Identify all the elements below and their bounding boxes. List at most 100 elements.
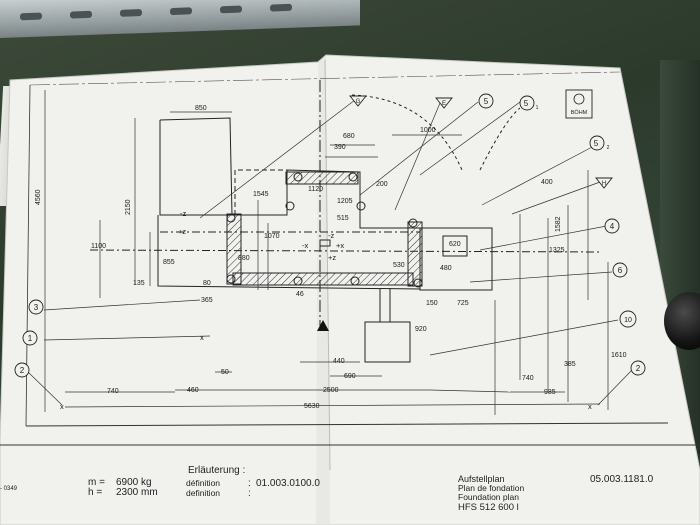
dimension-label: 1582 bbox=[555, 216, 562, 232]
dimension-label: 400 bbox=[541, 179, 553, 186]
axis-label: x bbox=[60, 402, 64, 411]
dimension-label: 725 bbox=[457, 300, 469, 307]
fold-line bbox=[324, 59, 331, 471]
anchor-bolt bbox=[285, 201, 295, 211]
axis-label: +z bbox=[328, 253, 336, 262]
dimension-label: 690 bbox=[344, 373, 356, 380]
anchor-bolt bbox=[293, 276, 303, 286]
dimension-label: 4560 bbox=[35, 189, 42, 205]
definition-en: definition bbox=[186, 488, 220, 498]
callout-labels: 3 1 2 2 4 5 5 1 5 2 6 10 G E H bbox=[20, 97, 641, 375]
hatched-pad bbox=[285, 171, 359, 185]
callout-label: G bbox=[356, 99, 361, 105]
callout-balloon bbox=[519, 95, 535, 111]
axis-label: x bbox=[200, 333, 204, 342]
anchor-bolt bbox=[226, 274, 236, 284]
dimension-label: 440 bbox=[333, 358, 345, 365]
definition-fr: définition bbox=[186, 478, 220, 488]
callout-balloon bbox=[619, 310, 637, 328]
axis-label: x bbox=[588, 402, 592, 411]
axis-label: -x bbox=[302, 241, 308, 250]
axis-label: -z bbox=[328, 231, 334, 240]
dimension-label: 50 bbox=[221, 369, 229, 376]
drawing-frame-bottom bbox=[25, 422, 669, 427]
plan-title-fr: Plan de fondation bbox=[458, 483, 524, 493]
callout-balloon bbox=[14, 362, 30, 378]
callout-label: 6 bbox=[618, 266, 623, 275]
dimension-label: 385 bbox=[564, 361, 576, 368]
legend-title: Erläuterung : bbox=[188, 465, 245, 476]
callout-label: 10 bbox=[624, 317, 632, 324]
dimension-label: 1100 bbox=[91, 243, 106, 250]
drawing-frame-top bbox=[29, 71, 621, 86]
callout-label: 5 bbox=[594, 139, 599, 148]
dimension-label: 680 bbox=[343, 133, 355, 140]
colon: : bbox=[248, 488, 251, 499]
dimension-label: 2500 bbox=[323, 387, 339, 394]
anchor-bolt bbox=[413, 278, 423, 288]
callout-label: 1 bbox=[536, 105, 539, 111]
dimension-label: 480 bbox=[440, 265, 452, 272]
plan-title-en: Foundation plan bbox=[458, 492, 519, 502]
dimension-label: 1070 bbox=[264, 233, 280, 240]
dimension-label: 620 bbox=[449, 241, 461, 248]
height-value: 2300 mm bbox=[116, 487, 158, 498]
paper-sheet bbox=[0, 54, 700, 525]
callout-label: 2 bbox=[20, 366, 25, 375]
anchor-bolt bbox=[226, 213, 236, 223]
black-knob bbox=[664, 292, 700, 350]
section-marker bbox=[435, 97, 453, 109]
section-marker bbox=[595, 177, 613, 189]
leader-lines bbox=[27, 99, 633, 406]
model-number: HFS 512 600 l bbox=[458, 502, 519, 513]
dimension-label: 390 bbox=[334, 144, 346, 151]
dimension-label: 2150 bbox=[125, 199, 132, 215]
machine-outline bbox=[89, 80, 601, 363]
axis-labels: -z +z -z +z -x +x x x x bbox=[60, 209, 592, 411]
callout-balloon bbox=[630, 360, 646, 376]
dimension-label: 850 bbox=[195, 105, 207, 112]
callout-label: 2 bbox=[607, 145, 610, 151]
callout-balloon bbox=[612, 262, 628, 278]
plan-title-de: Aufstellplan bbox=[458, 474, 505, 484]
axis-label: +x bbox=[336, 241, 344, 250]
dimension-label: 1325 bbox=[549, 247, 565, 254]
dimension-label: 365 bbox=[201, 297, 213, 304]
dimension-label: 515 bbox=[337, 215, 349, 222]
unit-inner bbox=[442, 235, 468, 257]
dimension-label: 460 bbox=[187, 387, 199, 394]
reference-triangle bbox=[317, 320, 329, 331]
dimension-label: 530 bbox=[393, 262, 405, 269]
dimension-label: 880 bbox=[238, 255, 250, 262]
dimension-label: 1000 bbox=[420, 127, 436, 134]
callout-label: 4 bbox=[610, 222, 615, 231]
logo-text: BÖHM bbox=[571, 109, 588, 116]
dimension-label: 740 bbox=[522, 375, 534, 382]
colon: : bbox=[248, 478, 251, 489]
dimension-label: 150 bbox=[426, 300, 438, 307]
dimension-label: 920 bbox=[415, 326, 427, 333]
unit-block bbox=[419, 227, 493, 291]
anchor-bolt bbox=[293, 172, 303, 182]
definition-number: 01.003.0100.0 bbox=[256, 478, 320, 489]
callout-balloon bbox=[28, 299, 44, 315]
height-label: h = bbox=[88, 487, 102, 498]
anchor-bolt bbox=[408, 218, 418, 228]
section-markers bbox=[349, 95, 613, 189]
dimension-label: 1205 bbox=[337, 198, 353, 205]
pump-block bbox=[364, 321, 411, 363]
anchor-bolt bbox=[348, 172, 358, 182]
callout-label: 2 bbox=[636, 364, 641, 373]
dimension-label: 80 bbox=[203, 280, 211, 287]
dimension-label: 200 bbox=[376, 181, 388, 188]
mass-value: 6900 kg bbox=[116, 477, 152, 488]
base-outline bbox=[157, 169, 421, 290]
dimension-label: 1610 bbox=[611, 352, 627, 359]
dimension-label: 855 bbox=[163, 259, 175, 266]
axis-label: -z bbox=[180, 209, 186, 218]
dimension-label: 135 bbox=[133, 280, 145, 287]
callout-label: 1 bbox=[28, 334, 33, 343]
callout-label: E bbox=[442, 101, 446, 107]
callout-label: H bbox=[602, 181, 606, 187]
